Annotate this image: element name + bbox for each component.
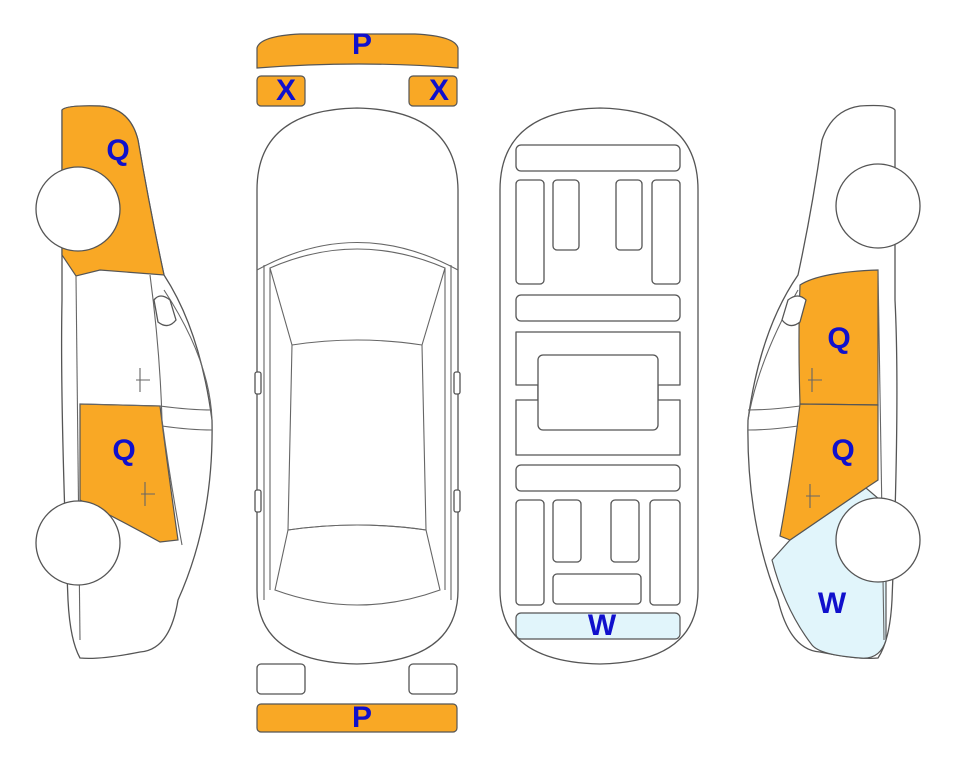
left-front-fender-label: Q [106,134,129,167]
front-bumper-label: P [352,28,372,61]
left-front-wheel [35,166,121,252]
left-rear-wheel [35,500,121,586]
right-rear-wheel [835,497,921,583]
left-rear-door-label: Q [112,434,135,467]
rear-bumper-panel[interactable] [256,703,458,733]
right-rear-quarter-label: W [818,587,847,620]
underside-rear-panel[interactable] [515,612,681,640]
underside-rear-label: W [588,609,617,642]
car-underside-view: W [499,107,699,665]
right-rear-door-panel[interactable] [779,403,879,541]
headlight-left-panel[interactable] [256,75,306,107]
car-left-side-view: Q Q [35,105,213,660]
headlight-right-panel[interactable] [408,75,458,107]
right-rear-door-label: Q [831,434,854,467]
front-bumper-panel[interactable] [256,33,459,69]
headlight-right-label: X [429,74,449,107]
right-front-wheel [835,163,921,249]
car-top-view: P X X P [254,28,461,734]
rear-bumper-label: P [352,701,372,734]
top-body-outline [256,107,459,665]
car-right-side-view: W Q Q [747,104,921,660]
rear-window [274,524,441,606]
headlight-left-label: X [276,74,296,107]
right-front-door-label: Q [827,322,850,355]
